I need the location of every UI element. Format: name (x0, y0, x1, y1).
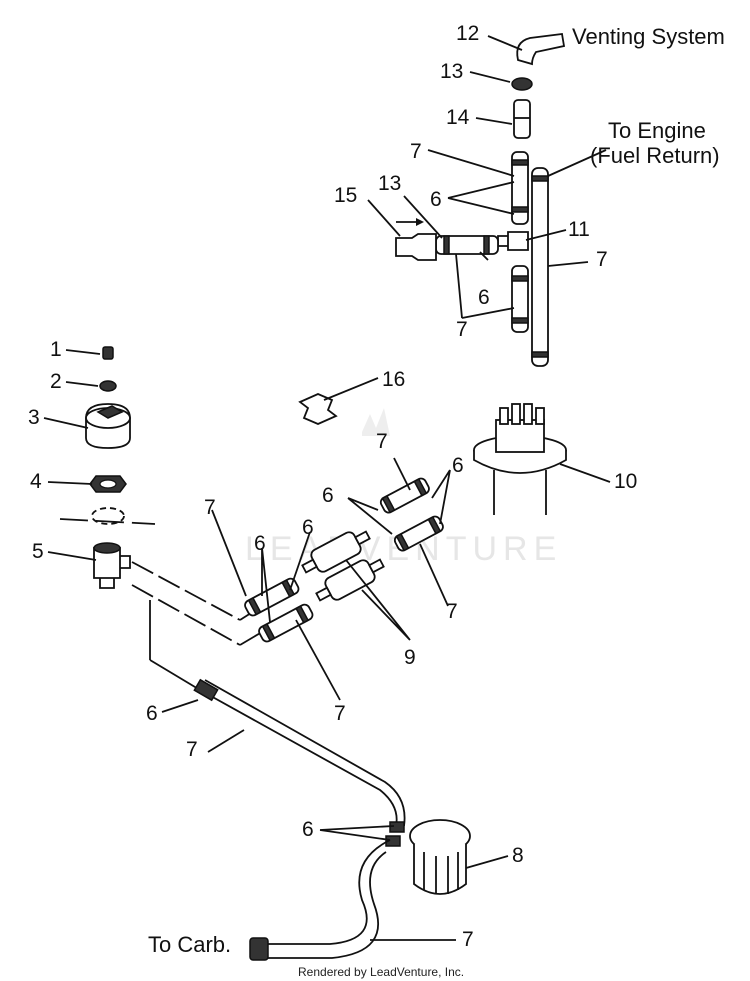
callout-labels: 12 13 14 7 13 6 15 11 7 6 7 1 2 3 4 5 16… (28, 22, 637, 951)
callout-2: 2 (50, 370, 62, 393)
callout-16: 16 (382, 368, 405, 391)
tee-fitting (497, 231, 529, 251)
to-engine-label: To Engine (608, 118, 706, 143)
callout-6-upper-left: 6 (322, 484, 334, 507)
vent-hose-lower (511, 265, 529, 333)
fuel-valve (93, 547, 131, 589)
inline-filter-upper (301, 530, 371, 574)
callout-7-lower: 7 (186, 738, 198, 761)
inline-filter-lower (315, 558, 385, 602)
callout-12: 12 (456, 22, 479, 45)
hose-to-carb (260, 839, 391, 945)
venting-system-label: Venting System (572, 24, 725, 49)
annotations: Venting System To Engine (Fuel Return) T… (148, 24, 725, 957)
hose-bracket (298, 393, 338, 425)
leader-lines (43, 35, 611, 941)
callout-6-tee: 6 (478, 286, 490, 309)
fuel-valve-assembly (93, 542, 406, 827)
cap-screw (102, 346, 114, 360)
check-valve (513, 99, 531, 139)
callout-6-lower: 6 (146, 702, 158, 725)
callout-7-mid-bottom: 7 (334, 702, 346, 725)
vent-elbow (516, 32, 566, 66)
callout-5: 5 (32, 540, 44, 563)
callout-11: 11 (568, 218, 590, 241)
fuel-sender-unit (473, 403, 567, 515)
fuel-return-label: (Fuel Return) (590, 143, 720, 168)
callout-4: 4 (30, 470, 42, 493)
callout-6-mid-right: 6 (302, 516, 314, 539)
callout-6-mid-left: 6 (254, 532, 266, 555)
callout-7-left: 7 (204, 496, 216, 519)
hose-to-filter (149, 659, 398, 827)
cap-washer (99, 380, 117, 392)
callout-7-right: 7 (446, 600, 458, 623)
callout-7-upper-mid: 7 (376, 430, 388, 453)
to-carb-label: To Carb. (148, 932, 231, 957)
rollover-valve (395, 233, 437, 261)
callout-15: 15 (334, 184, 357, 207)
callout-9: 9 (404, 646, 416, 669)
callout-7-vent: 7 (410, 140, 422, 163)
callout-14: 14 (446, 106, 470, 129)
callout-10: 10 (614, 470, 637, 493)
centerline (59, 518, 156, 525)
callout-6-upper-right: 6 (452, 454, 464, 477)
callout-6-filter: 6 (302, 818, 314, 841)
vent-assembly (395, 32, 566, 367)
mid-hoses (244, 393, 444, 643)
callout-1: 1 (50, 338, 62, 361)
callout-13-top: 13 (440, 60, 463, 83)
callout-7-return: 7 (596, 248, 608, 271)
callout-7-tee: 7 (456, 318, 468, 341)
callout-3: 3 (28, 406, 40, 429)
callout-13-mid: 13 (378, 172, 401, 195)
grommet-top (511, 77, 533, 91)
callout-8: 8 (512, 844, 524, 867)
fuel-return-hose (531, 167, 549, 367)
fuel-filter-canister (385, 819, 471, 895)
callout-6-vent: 6 (430, 188, 442, 211)
footer-credit: Rendered by LeadVenture, Inc. (298, 965, 464, 979)
vent-hose-upper (511, 151, 529, 225)
fuel-cap-assembly (59, 346, 156, 525)
callout-7-carb: 7 (462, 928, 474, 951)
